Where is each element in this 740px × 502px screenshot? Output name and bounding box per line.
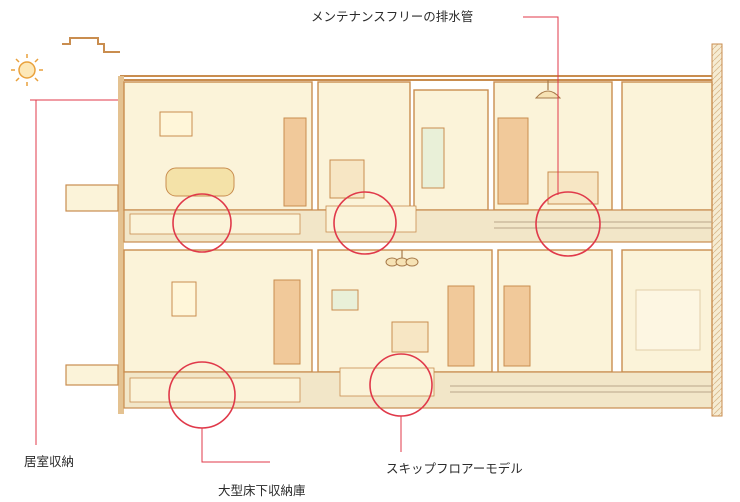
label-skip-floor-model: スキップフロアーモデル	[386, 461, 523, 476]
highlight-skip-floor-upper	[333, 191, 397, 255]
leader-room-storage	[30, 99, 118, 445]
sun-icon	[11, 54, 43, 86]
highlight-drain-pipe	[535, 191, 601, 257]
roof-parapet	[62, 37, 720, 81]
lower-floor-slab	[123, 367, 713, 409]
lower-floor	[123, 249, 713, 373]
label-drain-pipe: メンテナンスフリーの排水管	[311, 9, 474, 24]
highlight-circles	[168, 191, 601, 429]
label-underfloor-storage: 大型床下収納庫	[218, 483, 306, 498]
building-walls	[65, 43, 723, 417]
label-room-storage: 居室収納	[24, 454, 75, 469]
chandelier-icon	[385, 250, 419, 267]
leader-lines	[30, 16, 559, 463]
upper-floor	[123, 81, 713, 211]
upper-floor-slab	[123, 205, 713, 243]
highlight-underfloor-upper	[172, 193, 232, 253]
ceiling-lamp-icon	[534, 80, 562, 99]
leader-underfloor	[201, 428, 270, 463]
leader-drain-pipe	[523, 16, 559, 195]
